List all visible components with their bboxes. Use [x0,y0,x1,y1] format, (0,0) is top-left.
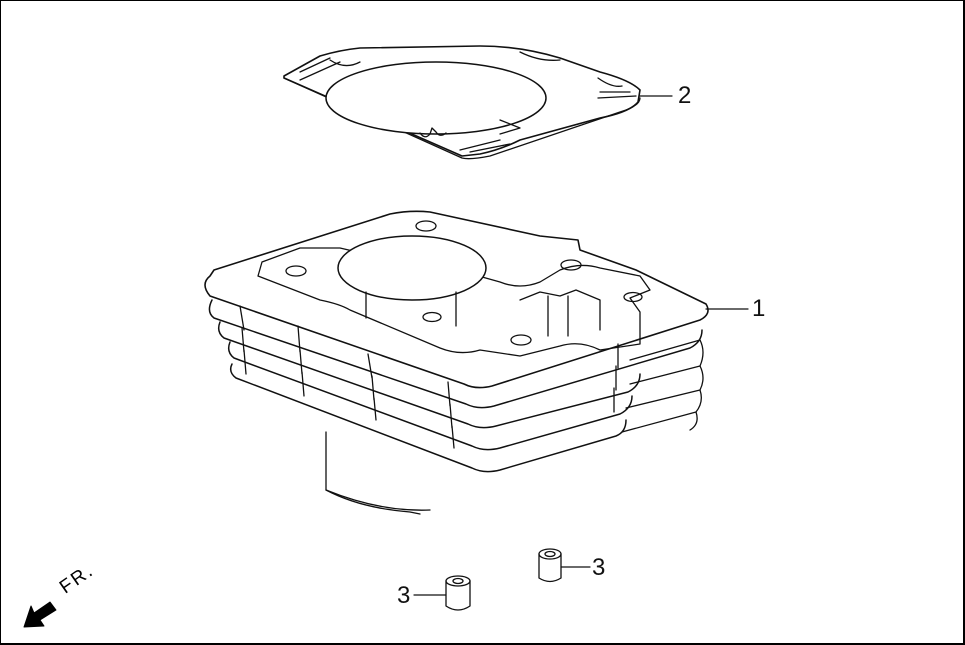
dowel-pin-left [413,575,471,611]
callout-2: 2 [678,82,692,109]
callout-3-left: 3 [397,582,411,609]
front-arrow-icon [23,601,57,628]
dowel-pin-right [538,548,591,583]
gasket-part-2 [283,45,673,160]
callout-3-right: 3 [592,554,606,581]
cylinder-part-1 [204,210,709,515]
callout-1: 1 [752,295,766,322]
